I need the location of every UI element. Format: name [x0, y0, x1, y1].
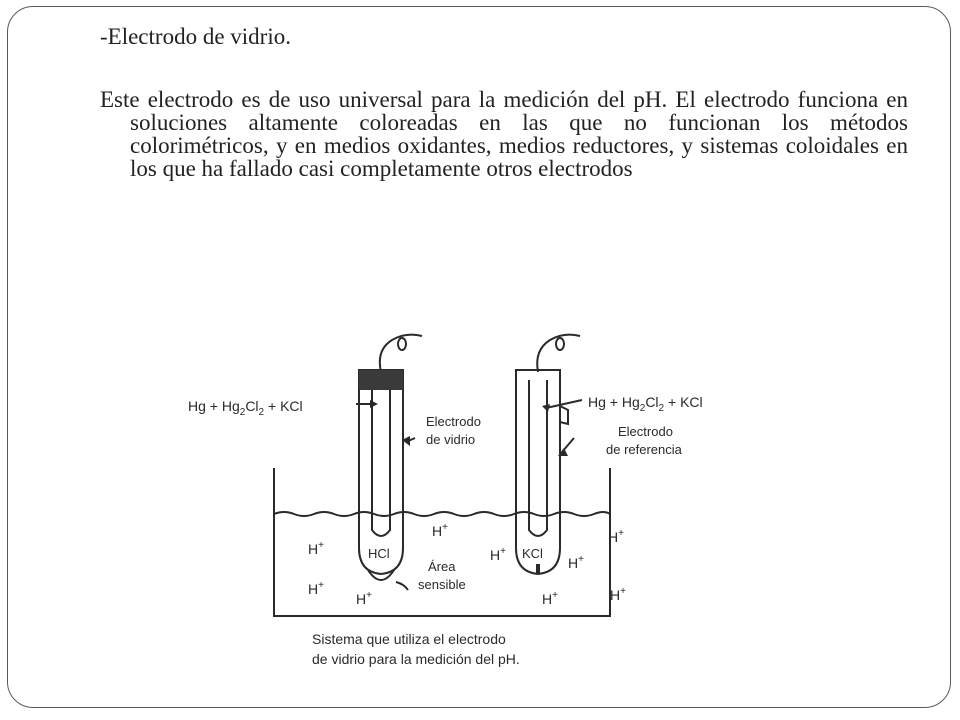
glass-wire-loop — [397, 337, 407, 351]
reference-inner-solution: KCl — [522, 546, 543, 561]
glass-electrode-label-2: de vidrio — [426, 432, 475, 447]
ion: H+ — [356, 590, 372, 607]
ion: H+ — [490, 546, 506, 563]
reference-wire-loop — [555, 337, 565, 351]
ion: H+ — [542, 590, 558, 607]
figure-caption-line-1: Sistema que utiliza el electrodo — [312, 631, 506, 647]
ion: H+ — [608, 528, 624, 545]
glass-electrode-wire — [378, 333, 423, 373]
right-formula-arrowhead — [542, 404, 550, 412]
hydrogen-ions: H+ H+ H+ H+ H+ H+ H+ H+ H+ — [308, 522, 626, 607]
reference-junction — [536, 564, 540, 574]
beaker-outline — [273, 468, 611, 617]
figure-caption-line-2: de vidrio para la medición del pH. — [312, 651, 520, 667]
solution-surface — [273, 511, 611, 517]
slide-paragraph: Este electrodo es de uso universal para … — [100, 87, 908, 181]
left-formula-arrowhead — [370, 400, 378, 408]
sensitive-area-leader — [395, 581, 409, 591]
glass-electrode-tube — [358, 369, 404, 576]
reference-electrode-label-2: de referencia — [606, 442, 683, 457]
ph-measurement-figure: Hg + Hg2Cl2 + KCl Hg + Hg2Cl2 + KCl Elec… — [170, 320, 750, 690]
ion: H+ — [308, 540, 324, 557]
reference-electrode-label-1: Electrodo — [618, 424, 673, 439]
glass-sensitive-bulb — [367, 569, 395, 581]
slide-frame — [7, 6, 951, 708]
slide-title: -Electrodo de vidrio. — [100, 24, 291, 49]
ion: H+ — [308, 580, 324, 597]
glass-label-arrowhead — [402, 436, 410, 446]
left-formula: Hg + Hg2Cl2 + KCl — [188, 398, 303, 418]
ion: H+ — [568, 554, 584, 571]
sensitive-area-label-1: Área — [428, 559, 456, 574]
glass-electrode-inner-tube — [371, 390, 391, 537]
right-formula-leader — [545, 399, 583, 409]
ion: H+ — [432, 522, 448, 539]
electrode-diagram: Hg + Hg2Cl2 + KCl Hg + Hg2Cl2 + KCl Elec… — [188, 333, 703, 667]
reference-electrode-tube — [515, 369, 561, 576]
right-formula: Hg + Hg2Cl2 + KCl — [588, 394, 703, 414]
glass-electrode-label-1: Electrodo — [426, 414, 481, 429]
reference-label-arrowhead — [558, 448, 568, 456]
reference-electrode-wire — [536, 333, 581, 373]
sensitive-area-label-2: sensible — [418, 577, 466, 592]
reference-electrode-inner-tube — [528, 380, 548, 537]
ion: H+ — [610, 586, 626, 603]
reference-side-arm — [559, 405, 569, 426]
glass-electrode-cap — [359, 370, 403, 390]
glass-inner-solution: HCl — [368, 546, 390, 561]
